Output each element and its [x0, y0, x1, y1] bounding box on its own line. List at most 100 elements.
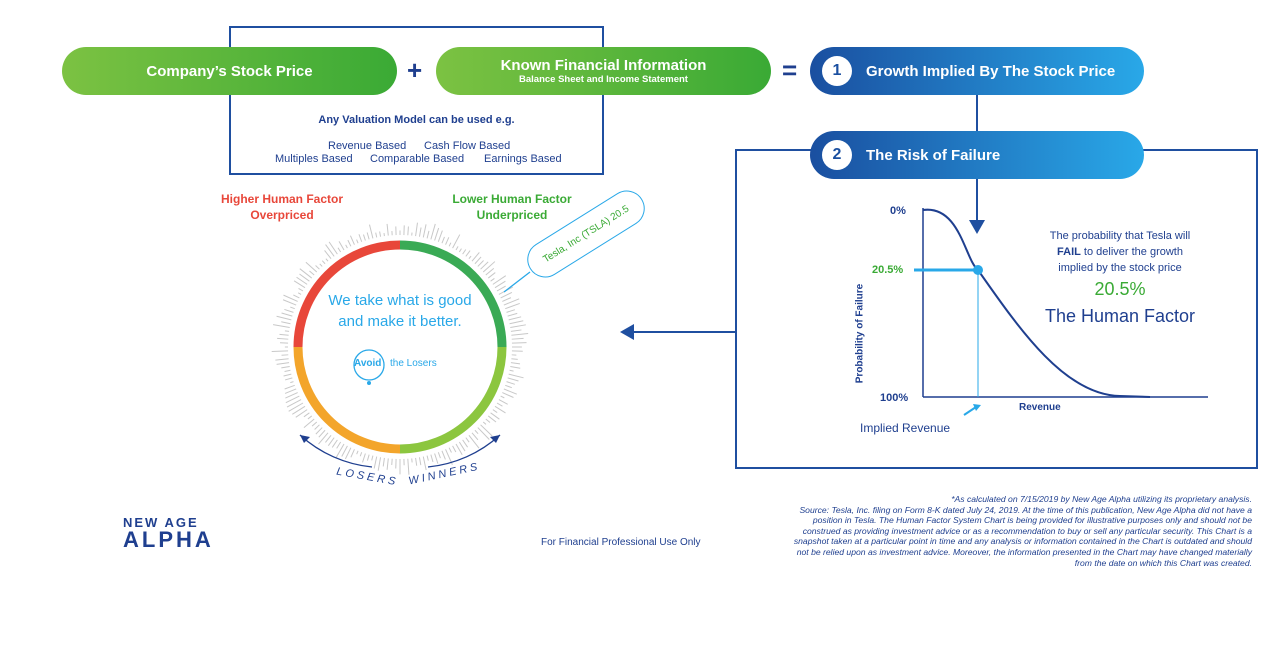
dial-tick — [452, 234, 461, 249]
dial-tick — [288, 402, 304, 412]
dial-tick — [482, 421, 487, 425]
known-info-pill: Known Financial Information Balance Shee… — [436, 47, 771, 95]
dial-tick — [502, 297, 512, 302]
dial-tick — [452, 445, 457, 453]
dial-tick — [496, 402, 503, 407]
slogan-line1: We take what is good — [328, 292, 472, 309]
avoid-circle — [353, 349, 385, 381]
dial-tick — [276, 315, 292, 321]
dial-tick — [293, 280, 306, 289]
dial-tick — [283, 373, 292, 377]
dial-tick — [358, 234, 363, 242]
step1-number: 1 — [822, 56, 852, 86]
dial-red-arc — [293, 240, 401, 348]
dial-tick — [430, 454, 434, 463]
step2-number: 2 — [822, 140, 852, 170]
dial-tick — [492, 275, 507, 285]
dial-tick — [292, 405, 306, 415]
dial-tick — [477, 260, 484, 267]
dial-tick — [275, 358, 289, 361]
dial-tick — [366, 232, 370, 240]
dial-tick — [325, 244, 335, 257]
valuation-revenue: Revenue Based — [328, 140, 407, 152]
disclaimer: *As calculated on 7/15/2019 by New Age A… — [782, 494, 1252, 568]
dial-tick — [276, 362, 290, 365]
valuation-earnings: Earnings Based — [484, 153, 562, 165]
dial-tick — [487, 415, 497, 423]
dial-tick — [505, 302, 520, 310]
dial-tick — [458, 441, 466, 452]
valuation-comparable: Comparable Based — [370, 153, 465, 165]
dial-tick — [426, 455, 429, 461]
losers-arrow-icon — [300, 435, 310, 443]
implied-point — [973, 265, 983, 275]
higher-label-line1: Higher Human Factor — [220, 192, 343, 206]
dial-tick — [318, 429, 326, 438]
dial-tick — [311, 421, 318, 427]
dial-tick — [315, 427, 323, 435]
dial-tick — [441, 236, 445, 244]
desc-line3: implied by the stock price — [1058, 262, 1182, 274]
dial-tick — [285, 392, 298, 399]
dial-tick — [430, 223, 436, 240]
dial-tick — [510, 362, 521, 365]
dial-tick — [328, 241, 338, 255]
dial-tick — [448, 447, 452, 453]
dial-lightgreen-arc — [399, 346, 507, 454]
desc-line1: The probability that Tesla will — [1049, 230, 1191, 242]
dial-tick — [297, 292, 302, 295]
dial-tick — [510, 365, 521, 369]
dial-tick — [284, 388, 297, 394]
dial-tick — [382, 457, 385, 467]
slogan-line2: and make it better. — [338, 313, 462, 330]
step2-pill: 2 The Risk of Failure — [810, 131, 1144, 179]
dial-green-arc — [399, 240, 507, 348]
dial-tick — [373, 456, 378, 469]
dial-tick — [500, 395, 505, 399]
dial-tick — [379, 231, 382, 237]
dial-tick — [336, 441, 342, 449]
higher-label-line2: Overpriced — [250, 208, 314, 222]
dial-tick — [299, 273, 310, 282]
dial-tick — [500, 291, 513, 299]
dial-tick — [465, 437, 470, 443]
dial-tick — [415, 457, 418, 466]
dial-tick — [290, 306, 295, 310]
failure-chart — [914, 208, 1208, 416]
dial-tick — [455, 246, 459, 251]
dial-tick — [307, 415, 313, 420]
logo-line2: ALPHA — [123, 527, 214, 552]
human-factor-value: 20.5% — [1094, 279, 1146, 299]
dial-tick — [474, 429, 479, 435]
dial-tick — [437, 230, 443, 242]
dial-tick — [506, 309, 516, 313]
dial-tick — [303, 412, 310, 418]
desc-line2-rest: to deliver the growth — [1080, 246, 1183, 258]
dial-tick — [337, 247, 342, 253]
dial-tick — [507, 312, 518, 317]
dial-tick — [349, 235, 355, 245]
y-axis-label: Probability of Failure — [854, 283, 866, 384]
winners-arrow-icon — [490, 435, 500, 443]
desc-fail: FAIL — [1057, 246, 1081, 258]
chart-description: The probability that Tesla will FAIL to … — [1020, 228, 1220, 276]
dial-tick — [482, 261, 496, 273]
known-info-label: Known Financial Information — [500, 57, 707, 74]
lower-label-line1: Lower Human Factor — [452, 192, 572, 206]
dial-tick — [510, 324, 526, 329]
dial-tick — [284, 377, 293, 381]
dial-tick — [281, 312, 293, 317]
dial-tick — [366, 454, 370, 461]
dial-tick — [477, 427, 490, 440]
valuation-box — [229, 26, 604, 175]
dial-tick — [455, 443, 463, 455]
dial-tick — [281, 365, 290, 369]
dial-tick — [314, 424, 320, 430]
x-axis-label: Revenue — [1019, 402, 1061, 413]
dial-tick — [319, 263, 323, 267]
step2-label: The Risk of Failure — [866, 146, 1001, 164]
dial-tick — [386, 458, 389, 470]
disclaimer-line1: *As calculated on 7/15/2019 by New Age A… — [951, 494, 1252, 504]
dial-tick — [299, 268, 313, 279]
dial-tick — [359, 452, 363, 457]
